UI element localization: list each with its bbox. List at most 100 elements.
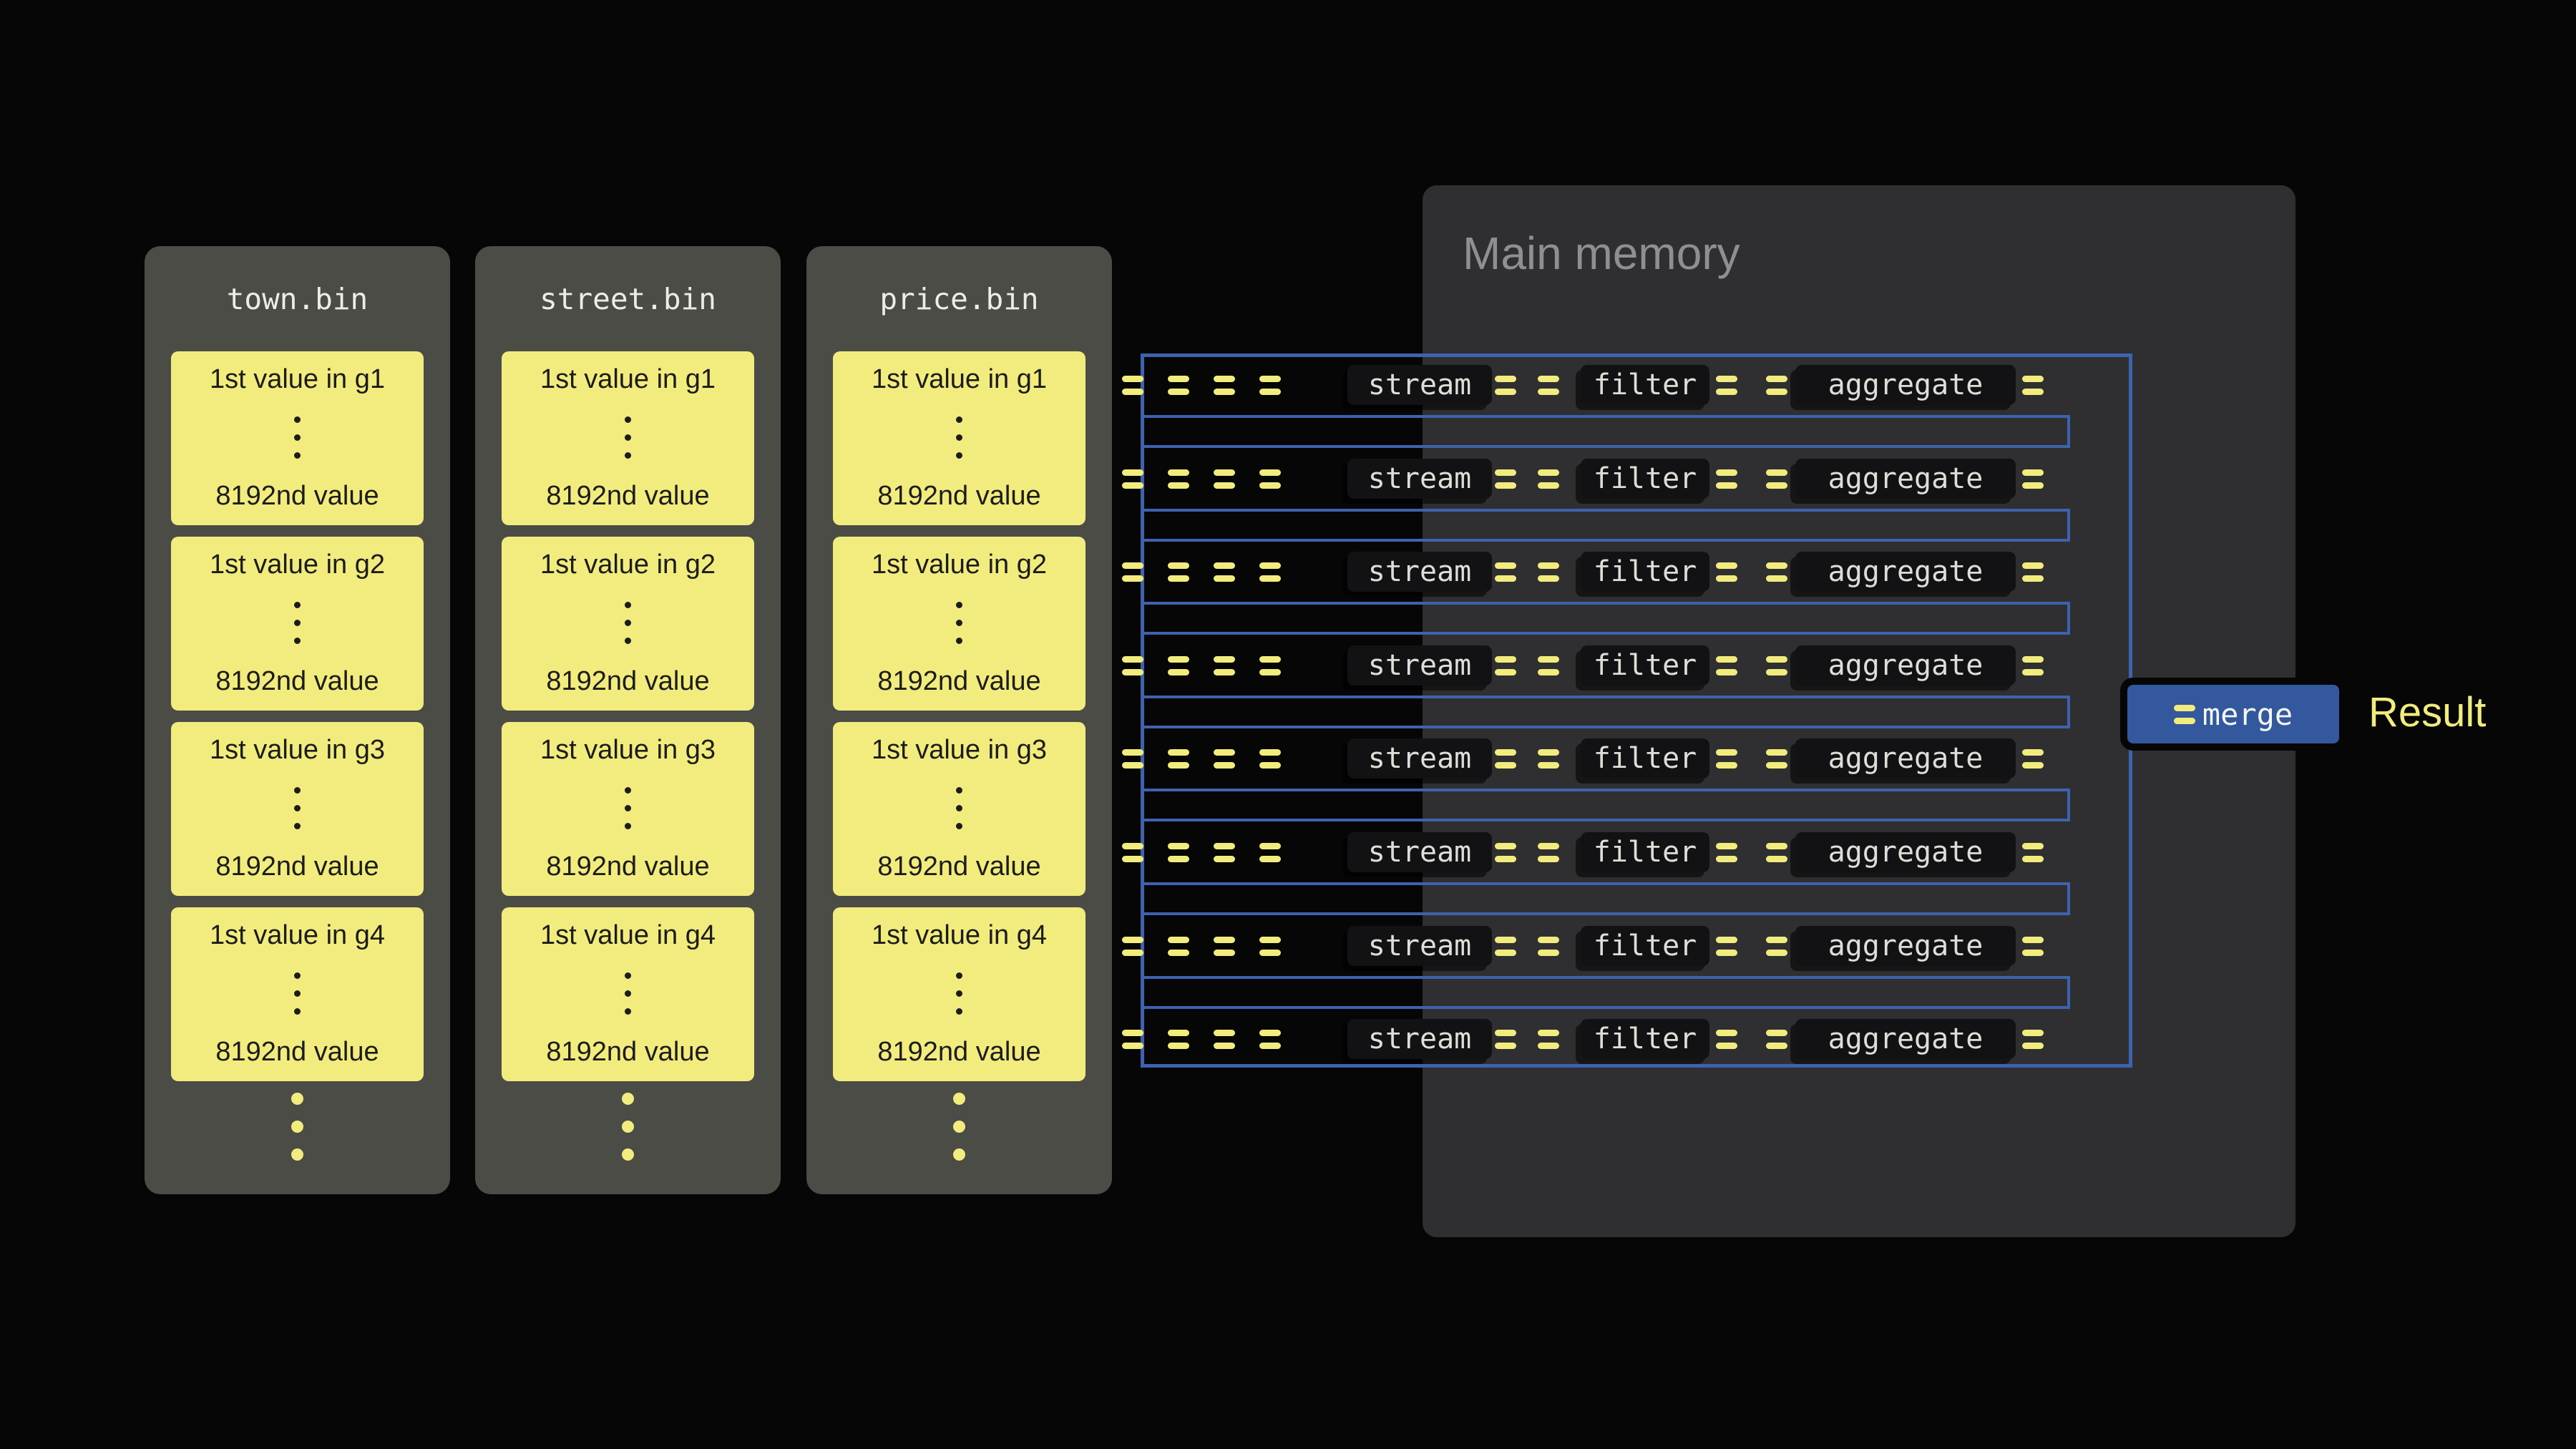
vertical-ellipsis-icon (956, 787, 962, 829)
equals-dash-icon (1538, 469, 1559, 489)
more-groups-ellipsis-icon (145, 1093, 450, 1161)
equals-dash-icon (1168, 1029, 1189, 1049)
equals-dash-icon (1538, 562, 1559, 582)
equals-dash-icon (1538, 375, 1559, 395)
pipeline-connector (1141, 696, 2070, 728)
pipeline-connector (1141, 882, 2070, 915)
filter-stage-box: filter (1581, 645, 1709, 686)
merge-label: merge (2202, 696, 2293, 732)
vertical-ellipsis-icon (625, 602, 631, 644)
aggregate-stage-box: aggregate (1795, 832, 2016, 872)
equals-dash-icon (1495, 936, 1516, 956)
equals-dash-icon (1495, 842, 1516, 862)
equals-dash-icon (1766, 748, 1787, 769)
pipeline-connector (1141, 602, 2070, 635)
equals-dash-icon (1766, 1029, 1787, 1049)
equals-dash-icon (1168, 469, 1189, 489)
equals-dash-icon (1259, 1029, 1281, 1049)
group-first-value-label: 1st value in g1 (540, 364, 716, 394)
main-memory-title: Main memory (1463, 228, 1740, 279)
equals-dash-icon (1495, 562, 1516, 582)
result-label: Result (2368, 689, 2487, 736)
filter-stage-box: filter (1581, 738, 1709, 779)
group-last-value-label: 8192nd value (877, 666, 1041, 696)
value-group-block: 1st value in g4 8192nd value (171, 907, 424, 1081)
equals-dash-icon (2173, 704, 2195, 724)
group-last-value-label: 8192nd value (877, 852, 1041, 882)
equals-dash-icon (1214, 936, 1235, 956)
group-last-value-label: 8192nd value (877, 1037, 1041, 1067)
equals-dash-icon (1122, 375, 1143, 395)
pipeline-row: stream filter aggregate (1122, 365, 2044, 405)
equals-dash-icon (1214, 375, 1235, 395)
equals-dash-icon (1122, 842, 1143, 862)
equals-dash-icon (1716, 469, 1737, 489)
filter-stage-box: filter (1581, 926, 1709, 966)
pipeline-connector (1141, 509, 2070, 542)
equals-dash-icon (1495, 748, 1516, 769)
aggregate-stage-box: aggregate (1795, 645, 2016, 686)
pipeline-connector (1141, 415, 2070, 448)
equals-dash-icon (1716, 655, 1737, 675)
file-name-label: town.bin (226, 281, 369, 316)
equals-dash-icon (2022, 936, 2044, 956)
equals-dash-icon (1122, 469, 1143, 489)
filter-stage-box: filter (1581, 459, 1709, 499)
equals-dash-icon (1168, 655, 1189, 675)
equals-dash-icon (1168, 936, 1189, 956)
aggregate-stage-box: aggregate (1795, 1019, 2016, 1059)
vertical-ellipsis-icon (625, 787, 631, 829)
group-last-value-label: 8192nd value (215, 481, 379, 511)
equals-dash-icon (1766, 936, 1787, 956)
equals-dash-icon (1259, 562, 1281, 582)
equals-dash-icon (1214, 655, 1235, 675)
value-group-block: 1st value in g2 8192nd value (833, 537, 1085, 711)
equals-dash-icon (1122, 748, 1143, 769)
equals-dash-icon (2022, 748, 2044, 769)
group-first-value-label: 1st value in g2 (871, 550, 1048, 580)
vertical-ellipsis-icon (956, 416, 962, 459)
group-first-value-label: 1st value in g2 (540, 550, 716, 580)
vertical-ellipsis-icon (625, 416, 631, 459)
equals-dash-icon (1168, 562, 1189, 582)
vertical-ellipsis-icon (625, 972, 631, 1015)
equals-dash-icon (1716, 1029, 1737, 1049)
equals-dash-icon (1766, 655, 1787, 675)
equals-dash-icon (1122, 1029, 1143, 1049)
group-first-value-label: 1st value in g1 (871, 364, 1048, 394)
equals-dash-icon (1538, 655, 1559, 675)
equals-dash-icon (1716, 936, 1737, 956)
filter-stage-box: filter (1581, 365, 1709, 405)
group-first-value-label: 1st value in g4 (209, 920, 386, 950)
equals-dash-icon (1495, 655, 1516, 675)
group-first-value-label: 1st value in g4 (540, 920, 716, 950)
aggregate-stage-box: aggregate (1795, 365, 2016, 405)
vertical-ellipsis-icon (294, 787, 301, 829)
equals-dash-icon (1716, 842, 1737, 862)
equals-dash-icon (2022, 469, 2044, 489)
aggregate-stage-box: aggregate (1795, 459, 2016, 499)
equals-dash-icon (2022, 375, 2044, 395)
stream-stage-box: stream (1347, 1019, 1492, 1059)
equals-dash-icon (1259, 748, 1281, 769)
equals-dash-icon (2022, 842, 2044, 862)
more-groups-ellipsis-icon (806, 1093, 1112, 1161)
pipeline-connector (1141, 976, 2070, 1009)
stream-stage-box: stream (1347, 365, 1492, 405)
group-last-value-label: 8192nd value (546, 1037, 710, 1067)
equals-dash-icon (1538, 936, 1559, 956)
equals-dash-icon (1168, 375, 1189, 395)
group-last-value-label: 8192nd value (215, 1037, 379, 1067)
equals-dash-icon (1122, 936, 1143, 956)
